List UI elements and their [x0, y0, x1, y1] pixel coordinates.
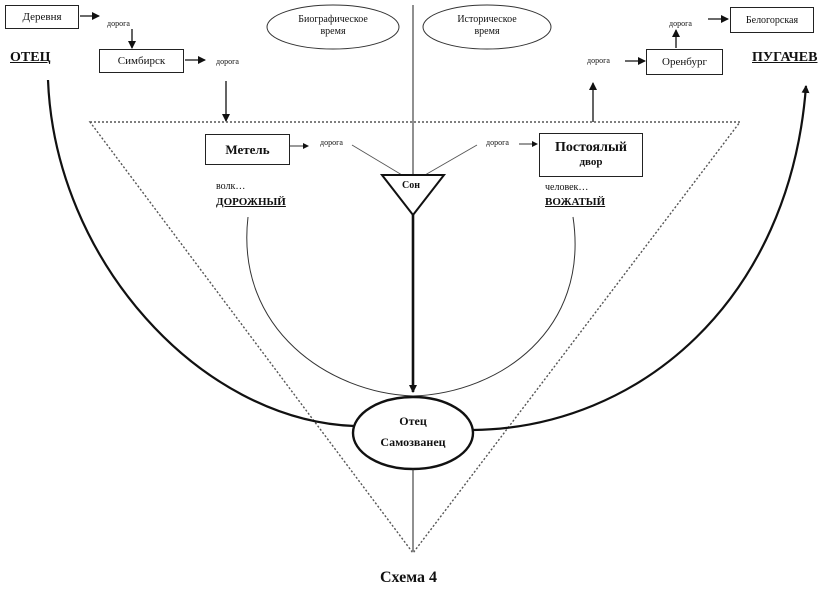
- episode-postoyaly-line-1: Постоялый: [555, 140, 627, 155]
- episode-postoyaly-line-2: двор: [579, 156, 603, 168]
- place-derevnya-label: Деревня: [22, 11, 62, 23]
- descriptor-wolf: волк…: [216, 181, 246, 192]
- road-label-2: дорога: [216, 57, 239, 66]
- character-pugachev: ПУГАЧЕВ: [752, 50, 818, 65]
- place-orenburg: Оренбург: [646, 49, 723, 75]
- place-orenburg-label: Оренбург: [662, 56, 707, 68]
- place-belogorskaya: Белогорская: [730, 7, 814, 33]
- pugachev-arc: [472, 85, 810, 432]
- biographical-line-1: Биографическое: [298, 14, 368, 25]
- place-belogorskaya-label: Белогорская: [745, 14, 799, 26]
- center-label: Отец Самозванец: [353, 411, 473, 453]
- descriptor-human: человек…: [545, 182, 589, 193]
- episode-metel: Метель: [205, 134, 290, 165]
- inner-arc: [246, 216, 576, 397]
- episode-metel-label: Метель: [225, 141, 270, 157]
- center-line-father: Отец: [399, 414, 427, 428]
- historical-time-label: Историческое время: [437, 14, 537, 38]
- right-road-to-dream-line: [424, 144, 478, 176]
- historical-line-2: время: [474, 26, 500, 37]
- place-derevnya: Деревня: [5, 5, 79, 29]
- road-label-5: дорога: [669, 19, 692, 28]
- descriptor-guide-key: ВОЖАТЫЙ: [545, 196, 606, 208]
- father-arc: [46, 79, 355, 428]
- road-label-right-episode: дорога: [486, 138, 509, 147]
- character-father: ОТЕЦ: [10, 50, 51, 65]
- biographical-line-2: время: [320, 26, 346, 37]
- biographical-time-ellipse: [266, 4, 400, 50]
- place-simbirsk-label: Симбирск: [117, 55, 166, 67]
- dream-triangle: [379, 174, 447, 217]
- episode-postoyaly-dvor: Постоялый двор: [539, 133, 643, 177]
- diagram-caption: Схема 4: [380, 569, 438, 586]
- biographical-time-label: Биографическое время: [283, 14, 383, 38]
- center-line-impostor: Самозванец: [380, 435, 446, 449]
- road-label-left-episode: дорога: [320, 138, 343, 147]
- road-label-1: дорога: [107, 19, 130, 28]
- historical-time-ellipse: [422, 4, 552, 50]
- left-road-to-dream-line: [351, 144, 403, 176]
- place-simbirsk: Симбирск: [99, 49, 184, 73]
- road-label-4: дорога: [587, 56, 610, 65]
- historical-line-1: Историческое: [457, 14, 517, 25]
- descriptor-road-key: ДОРОЖНЫЙ: [216, 196, 286, 208]
- dotted-triangle: [88, 121, 742, 555]
- dream-label: Сон: [402, 180, 420, 191]
